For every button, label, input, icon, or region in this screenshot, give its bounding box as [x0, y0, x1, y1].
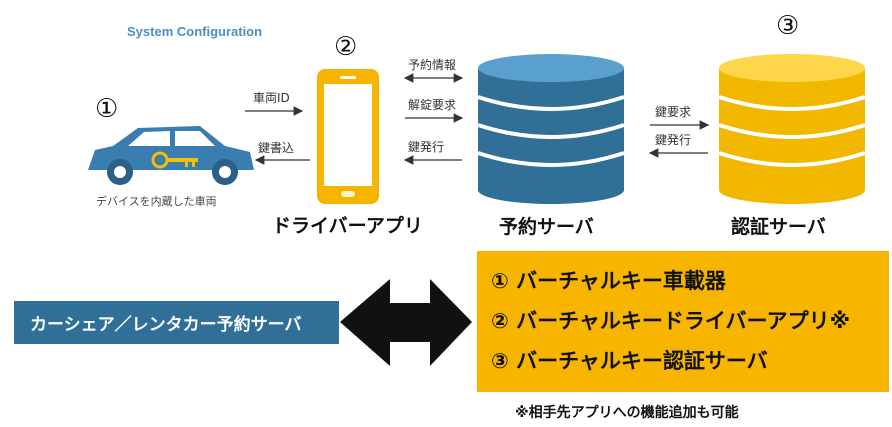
footnote: ※相手先アプリへの機能追加も可能: [515, 405, 739, 421]
edge-label-key-write: 鍵書込: [258, 141, 295, 155]
edge-label-vehicle-id: 車両ID: [253, 91, 290, 105]
edge-label-key-request: 鍵要求: [655, 105, 692, 119]
app-number: ②: [334, 32, 358, 62]
edge-label-key-issue-auth: 鍵発行: [655, 133, 692, 147]
reservation-label: 予約サーバ: [499, 216, 594, 238]
edge-label-key-issue-app: 鍵発行: [408, 140, 445, 154]
app-label: ドライバーアプリ: [272, 215, 423, 237]
virtual-key-components-box: ① バーチャルキー車載器 ② バーチャルキードライバーアプリ※ ③ バーチャルキ…: [477, 251, 889, 392]
car-caption: デバイスを内蔵した車両: [96, 195, 217, 208]
double-arrow-icon: [340, 279, 472, 366]
car-icon: [88, 126, 254, 185]
carshare-server-box: カーシェア／レンタカー予約サーバ: [14, 301, 339, 344]
component-item-auth-server: ③ バーチャルキー認証サーバ: [491, 349, 768, 373]
component-item-onboard: ① バーチャルキー車載器: [491, 269, 726, 293]
edge-label-unlock-request: 解錠要求: [408, 98, 457, 112]
auth-label: 認証サーバ: [731, 216, 826, 238]
auth-database-icon: [718, 54, 866, 204]
auth-number: ③: [776, 11, 800, 41]
car-number: ①: [95, 94, 119, 124]
smartphone-icon: [317, 69, 379, 204]
diagram-title: System Configuration: [127, 24, 263, 39]
component-item-driver-app: ② バーチャルキードライバーアプリ※: [491, 309, 851, 333]
reservation-database-icon: [477, 54, 625, 204]
edge-label-reservation-info: 予約情報: [408, 58, 457, 72]
